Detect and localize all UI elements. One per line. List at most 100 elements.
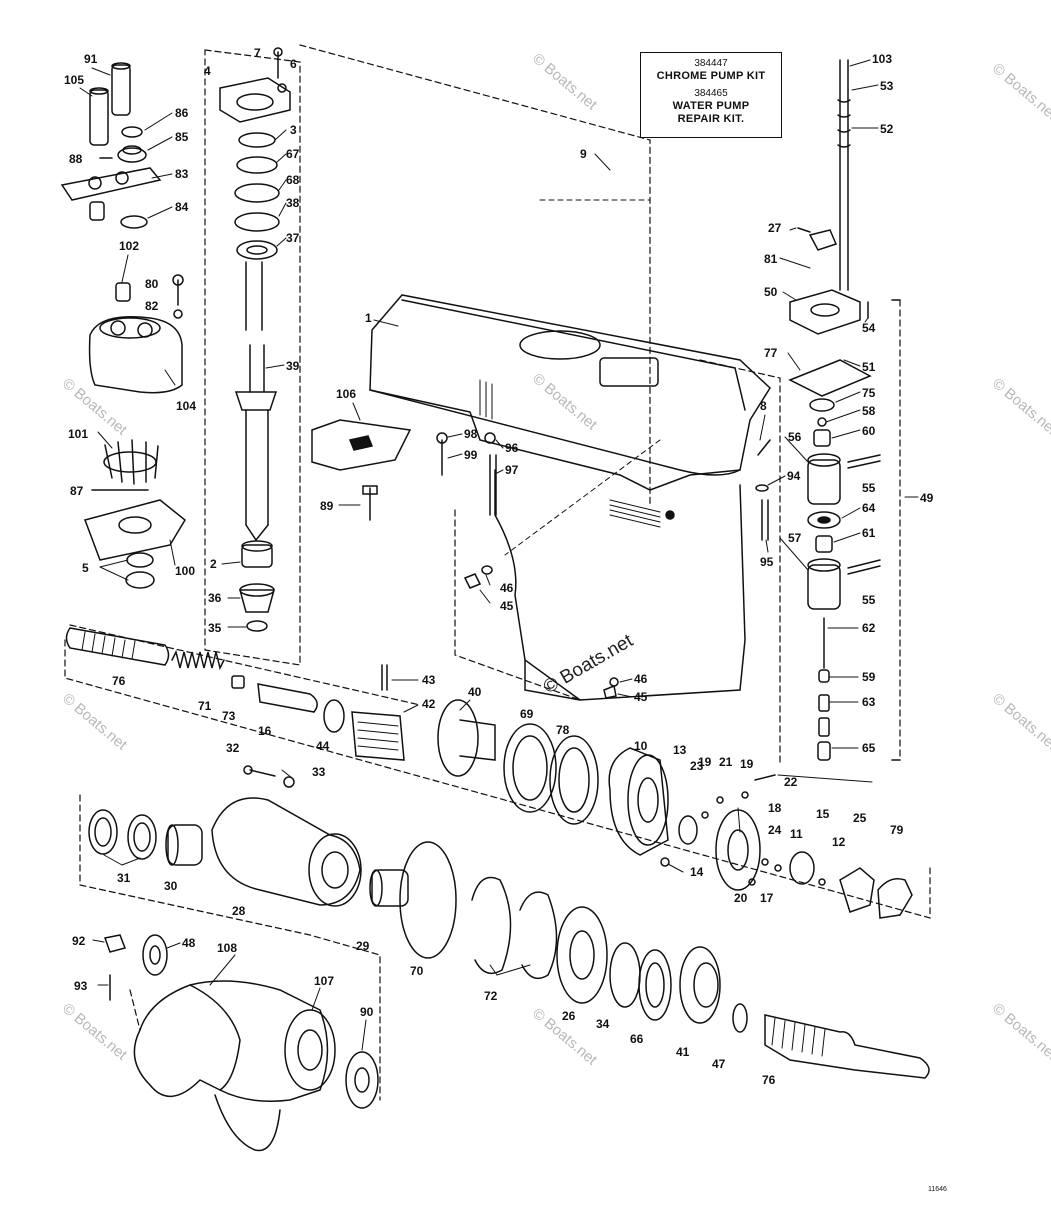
callout-22: 22 (784, 775, 798, 789)
bolts-and-fasteners (362, 432, 771, 699)
callout-36: 36 (208, 591, 222, 605)
callout-64: 64 (862, 501, 876, 515)
callout-78: 78 (556, 723, 570, 737)
callout-11: 11 (790, 827, 803, 841)
callout-76-lower: 76 (762, 1073, 776, 1087)
callout-19-right: 19 (740, 757, 754, 771)
callout-15: 15 (816, 807, 830, 821)
gearcase-housing (369, 294, 771, 701)
callout-86: 86 (175, 106, 189, 120)
callout-80: 80 (145, 277, 159, 291)
callout-17: 17 (760, 891, 774, 905)
callout-31: 31 (117, 871, 131, 885)
callout-58: 58 (862, 404, 876, 418)
callout-24: 24 (768, 823, 782, 837)
callout-73: 73 (222, 709, 236, 723)
callout-47: 47 (712, 1057, 726, 1071)
callout-4: 4 (204, 64, 211, 78)
callout-60: 60 (862, 424, 876, 438)
callout-38: 38 (286, 196, 300, 210)
callout-62: 62 (862, 621, 876, 635)
callout-43: 43 (422, 673, 436, 687)
propshaft-assembly (65, 627, 913, 919)
water-pump-group (60, 62, 186, 589)
callout-21: 21 (719, 755, 733, 769)
callout-70: 70 (410, 964, 424, 978)
callout-leaders (79, 59, 919, 1051)
callout-50: 50 (764, 285, 778, 299)
callout-51: 51 (862, 360, 876, 374)
callout-35: 35 (208, 621, 222, 635)
callout-55-upper: 55 (862, 481, 876, 495)
callout-18: 18 (768, 801, 782, 815)
callout-13: 13 (673, 743, 687, 757)
callout-3: 3 (290, 123, 297, 137)
callout-32: 32 (226, 741, 240, 755)
callout-23: 23 (690, 759, 704, 773)
callout-69: 69 (520, 707, 534, 721)
callout-75: 75 (862, 386, 876, 400)
callout-10: 10 (634, 739, 648, 753)
callout-83: 83 (175, 167, 189, 181)
callout-16: 16 (258, 724, 272, 738)
callout-54: 54 (862, 321, 876, 335)
callout-97: 97 (505, 463, 519, 477)
callout-45-lower: 45 (634, 690, 648, 704)
repair-kit-name-line1: WATER PUMP (672, 100, 750, 112)
callout-44: 44 (316, 739, 330, 753)
callout-106: 106 (336, 387, 356, 401)
bearing-housing-group (88, 797, 930, 1079)
callout-65: 65 (862, 741, 876, 755)
callout-102: 102 (119, 239, 139, 253)
callout-92: 92 (72, 934, 86, 948)
callout-100: 100 (175, 564, 195, 578)
callout-68: 68 (286, 173, 300, 187)
callout-77: 77 (764, 346, 778, 360)
callout-26: 26 (562, 1009, 576, 1023)
callout-98: 98 (464, 427, 478, 441)
callout-71: 71 (198, 699, 212, 713)
callout-101: 101 (68, 427, 88, 441)
callout-12: 12 (832, 835, 846, 849)
callout-105: 105 (64, 73, 84, 87)
callout-55-lower: 55 (862, 593, 876, 607)
callout-79: 79 (890, 823, 904, 837)
callout-84: 84 (175, 200, 189, 214)
callout-88: 88 (69, 152, 83, 166)
shift-rod-group (788, 59, 901, 761)
callout-37: 37 (286, 231, 300, 245)
callout-107: 107 (314, 974, 334, 988)
drawing-number: 11646 (928, 1186, 947, 1193)
callout-40: 40 (468, 685, 482, 699)
callout-39: 39 (286, 359, 300, 373)
callout-8: 8 (760, 399, 767, 413)
callout-7: 7 (254, 46, 261, 60)
callout-46-lower: 46 (634, 672, 648, 686)
callout-52: 52 (880, 122, 894, 136)
callout-94: 94 (787, 469, 801, 483)
callout-67: 67 (286, 147, 300, 161)
callout-96: 96 (505, 441, 519, 455)
callout-20: 20 (734, 891, 748, 905)
callout-1: 1 (365, 311, 372, 325)
chrome-kit-name: CHROME PUMP KIT (656, 70, 766, 82)
callout-72: 72 (484, 989, 498, 1003)
callout-48: 48 (182, 936, 196, 950)
callout-93: 93 (74, 979, 88, 993)
callout-numbers: 91 105 86 85 88 83 84 102 80 82 104 101 … (64, 46, 934, 1087)
callout-45-upper: 45 (500, 599, 514, 613)
callout-19-left: 19 (698, 755, 712, 769)
callout-82: 82 (145, 299, 159, 313)
callout-95: 95 (760, 555, 774, 569)
callout-29: 29 (356, 939, 370, 953)
callout-103: 103 (872, 52, 892, 66)
callout-89: 89 (320, 499, 334, 513)
callout-42: 42 (422, 697, 436, 711)
callout-46-upper: 46 (500, 581, 514, 595)
repair-kit-name-line2: REPAIR KIT. (677, 113, 745, 125)
chrome-kit-number: 384447 (694, 58, 728, 69)
callout-76-upper: 76 (112, 674, 126, 688)
callout-66: 66 (630, 1032, 644, 1046)
